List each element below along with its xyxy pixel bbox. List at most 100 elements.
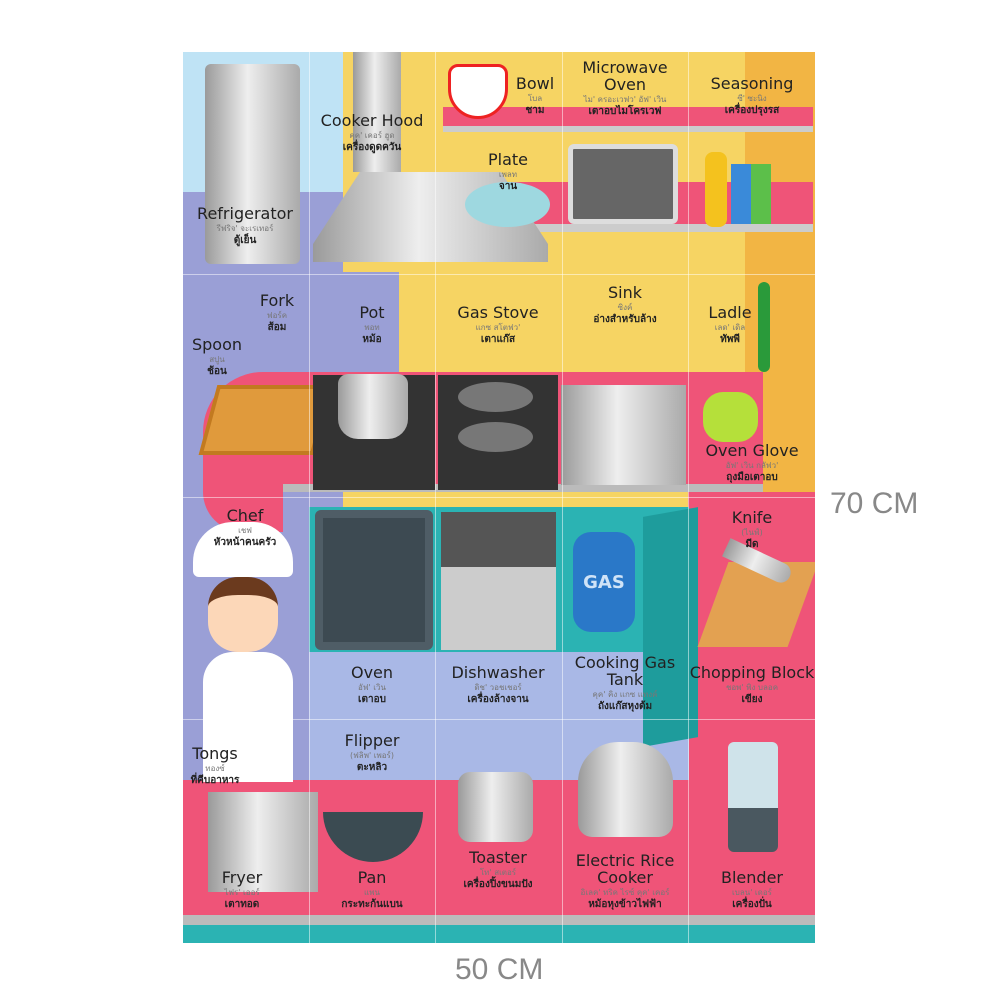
- shelf-top: [443, 107, 813, 132]
- thai-word: ตะหลิว: [356, 762, 388, 774]
- gas-tank-illustration: GAS: [573, 532, 635, 632]
- label-flipper: Flipper(ฟลิพ' เพอร์)ตะหลิว: [344, 731, 400, 774]
- toaster-illustration: [458, 772, 533, 842]
- refrigerator-illustration: [205, 64, 300, 264]
- english-word: Fork: [259, 291, 295, 310]
- pronunciation: ฟอร์ค: [266, 310, 288, 320]
- thai-word: หม้อ: [362, 334, 382, 346]
- english-word: Electric Rice Cooker: [575, 851, 675, 887]
- thai-word: มีด: [745, 539, 759, 551]
- english-word: Flipper: [344, 731, 400, 750]
- plate-illustration: [465, 182, 550, 227]
- english-word: Dishwasher: [451, 663, 545, 682]
- pronunciation: อัฟ' เวิน กลัฟว': [725, 460, 779, 470]
- english-word: Refrigerator: [197, 204, 293, 223]
- seasoning-bottle: [705, 152, 727, 227]
- thai-word: ที่คีบอาหาร: [190, 775, 240, 787]
- thai-word: เครื่องปรุงรส: [724, 105, 780, 117]
- width-dimension: 50 CM: [455, 953, 544, 986]
- english-word: Cooking Gas Tank: [574, 653, 676, 689]
- thai-word: เตาอบไมโครเวฟ: [588, 105, 662, 117]
- english-word: Pan: [357, 868, 387, 887]
- thai-word: เครื่องปั่น: [732, 899, 772, 911]
- seasoning-cans: [731, 164, 771, 224]
- thai-word: ชาม: [525, 105, 545, 117]
- chef-face: [208, 577, 278, 652]
- thai-word: เครื่องดูดควัน: [342, 142, 402, 154]
- sink-illustration: [561, 385, 686, 485]
- thai-word: ทัพพี: [720, 334, 740, 346]
- pronunciation: พอท: [364, 322, 380, 332]
- pronunciation: แกซ สโตฟว': [475, 322, 521, 332]
- pronunciation: ไม' ครอะเวฟว' อัฟ' เวิน: [583, 94, 667, 104]
- english-word: Blender: [721, 868, 783, 887]
- english-word: Chef: [226, 506, 264, 525]
- english-word: Chopping Block: [689, 663, 815, 682]
- pronunciation: ชอพ' พิง บลอค: [725, 682, 779, 692]
- pronunciation: ดิช' วอชเชอร์: [474, 682, 522, 692]
- pronunciation: คุค' เคอร์ ฮูด: [349, 130, 395, 140]
- ladle-illustration: [758, 282, 770, 372]
- label-knife: Knife(ไนฟ์)มีด: [732, 509, 773, 551]
- thai-word: ถุงมือเตาอบ: [726, 472, 778, 484]
- english-word: Plate: [487, 150, 529, 169]
- chef-body: [203, 652, 293, 782]
- thai-word: ส้อม: [267, 322, 287, 334]
- english-word: Spoon: [191, 335, 243, 354]
- english-word: Gas Stove: [457, 303, 539, 322]
- fryer-illustration: [208, 792, 318, 892]
- dishwasher-illustration: [441, 512, 556, 650]
- thai-word: ถังแก๊สหุงต้ม: [597, 700, 653, 712]
- cooker-hood-chimney: [353, 52, 401, 172]
- english-word: Sink: [607, 283, 643, 302]
- thai-word: เขียง: [741, 694, 763, 706]
- pronunciation: คุค' คิง แกซ แทงค์: [592, 689, 658, 699]
- english-word: Pot: [359, 303, 385, 322]
- thai-word: กระทะก้นแบน: [341, 899, 403, 911]
- oven-glove-illustration: [703, 392, 758, 442]
- english-word: Fryer: [221, 868, 263, 887]
- pronunciation: อัฟ' เวิน: [358, 682, 386, 692]
- pronunciation: โท' สเตอร์: [479, 867, 517, 877]
- pronunciation: อิเลค' ทริค ไรซ์ คุค' เคอร์: [580, 887, 670, 897]
- english-word: Bowl: [515, 74, 555, 93]
- microwave-illustration: [568, 144, 678, 224]
- burner-1: [458, 382, 533, 412]
- english-word: Microwave Oven: [582, 58, 668, 94]
- thai-word: เตาอบ: [358, 694, 386, 706]
- thai-word: ช้อน: [207, 366, 227, 378]
- english-word: Oven Glove: [705, 441, 799, 460]
- thai-word: ตู้เย็น: [233, 235, 257, 247]
- thai-word: เครื่องปิ้งขนมปัง: [463, 879, 533, 891]
- oven-illustration: [315, 510, 433, 650]
- pronunciation: เชฟ: [238, 525, 252, 535]
- thai-word: อ่างสำหรับล้าง: [593, 314, 657, 326]
- pronunciation: (ไนฟ์): [741, 527, 763, 537]
- pronunciation: แพน: [364, 887, 380, 897]
- gas-tank-text: GAS: [583, 572, 625, 593]
- english-word: Cooker Hood: [320, 111, 424, 130]
- thai-word: เครื่องล้างจาน: [467, 694, 529, 706]
- pronunciation: รีฟริจ' จะเรเทอร์: [216, 223, 274, 233]
- pronunciation: ไฟร' เออร์: [224, 887, 260, 897]
- pronunciation: เลด' เดิล: [714, 322, 746, 332]
